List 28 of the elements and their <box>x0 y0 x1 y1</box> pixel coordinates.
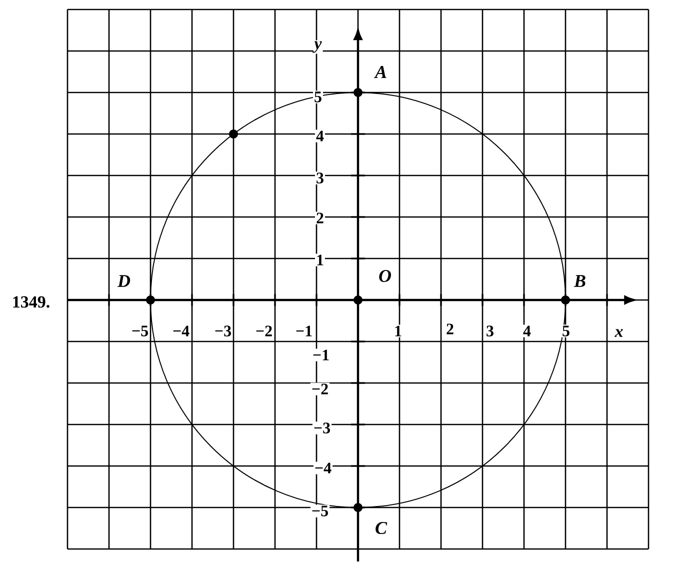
axis-label: y <box>312 40 323 54</box>
tick-label: −3 <box>312 422 332 434</box>
tick-label: −4 <box>171 324 191 338</box>
tick-label: −2 <box>310 382 330 396</box>
point-label: O <box>378 268 392 284</box>
tick-label: −5 <box>310 504 330 518</box>
tick-label: 5 <box>561 324 571 338</box>
tick-label: −3 <box>213 324 233 338</box>
tick-label: 3 <box>485 324 495 338</box>
tick-label: −4 <box>313 462 333 474</box>
tick-label: 5 <box>313 90 323 104</box>
tick-label: 2 <box>315 212 325 224</box>
tick-label: −1 <box>311 348 331 362</box>
point-label: C <box>374 520 388 536</box>
tick-label: 3 <box>315 172 325 184</box>
axis-label: x <box>614 328 624 338</box>
tick-label: 2 <box>445 322 455 336</box>
point-label: B <box>573 274 587 288</box>
tick-label: −5 <box>130 324 150 338</box>
tick-label: 1 <box>393 324 403 338</box>
problem-number: 1349. <box>10 295 52 309</box>
point-label: A <box>374 65 388 79</box>
tick-label: 4 <box>315 130 325 142</box>
tick-label: 1 <box>315 254 325 266</box>
tick-label: 4 <box>522 324 532 338</box>
point-label: D <box>116 274 132 288</box>
tick-label: −1 <box>294 324 314 338</box>
tick-label: −2 <box>254 324 274 338</box>
